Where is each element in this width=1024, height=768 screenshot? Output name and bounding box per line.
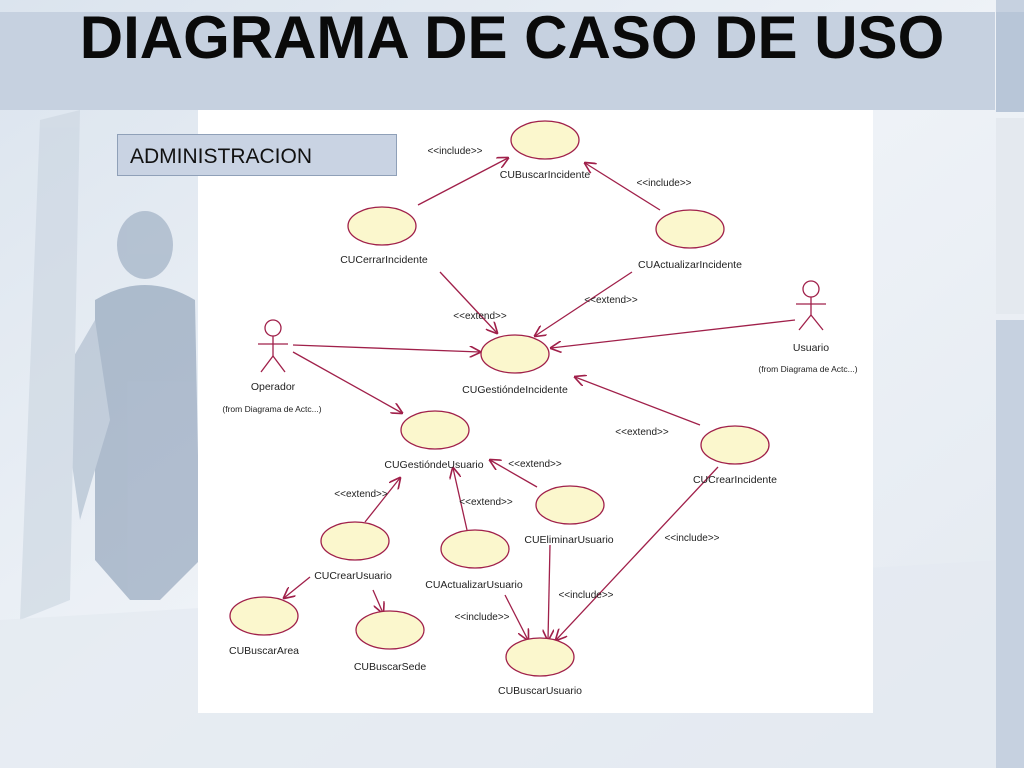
rel-crearinc-gestion [575,377,701,426]
title-container: DIAGRAMA DE CASO DE USO [0,0,1024,120]
usecase-gestion-usuario [400,410,470,450]
package-box: ADMINISTRACION [117,134,397,176]
rel-actualizarusu-gestionusuario [453,468,468,531]
stereo-extend-actualizar: <<extend>> [584,295,638,306]
label-buscar-usuario: CUBuscarUsuario [498,685,582,697]
usecase-eliminar-usuario [535,485,605,525]
stereo-include-actualizarusu: <<include>> [454,612,509,623]
rel-crearinc-buscarusuario [556,466,719,640]
rel-cerrar-buscar [417,158,508,206]
usecase-buscar-sede [355,610,425,650]
rel-usuario-gestionincidente [551,319,796,348]
label-gestion-usuario: CUGestióndeUsuario [384,459,483,471]
usecase-actualizar-incidente [655,209,725,249]
usecase-buscar-incidente [510,120,580,160]
label-buscar-incidente: CUBuscarIncidente [500,169,591,181]
label-crear-usuario: CUCrearUsuario [314,570,392,582]
stereo-extend-crearusu: <<extend>> [334,489,388,500]
right-strip-upper [996,12,1024,112]
right-strip-lower [996,320,1024,768]
usecase-actualizar-usuario [440,529,510,569]
rel-operador-gestionusuario [292,351,402,413]
label-crear-incidente: CUCrearIncidente [693,474,777,486]
stereo-extend-crearinc: <<extend>> [615,427,669,438]
usecase-buscar-usuario [505,637,575,677]
rel-actualizar-gestion [535,271,633,336]
stereo-extend-eliminar: <<extend>> [508,459,562,470]
right-strip-middle [996,118,1024,314]
label-eliminar-usuario: CUEliminarUsuario [524,534,613,546]
rel-eliminar-buscarusuario [548,544,550,640]
stereo-include-actualizar: <<include>> [636,178,691,189]
rel-operador-gestionincidente [292,344,480,352]
usecase-gestion-incidente [480,334,550,374]
actor-operador-figure [258,319,288,373]
label-buscar-sede: CUBuscarSede [354,661,427,673]
usecase-crear-usuario [320,521,390,561]
rel-actualizarusu-buscarusuario [504,594,528,640]
label-actor-usuario: Usuario [793,342,829,354]
right-strip-top [996,0,1024,12]
usecase-buscar-area [229,596,299,636]
stereo-include-eliminar: <<include>> [558,590,613,601]
rel-crearusu-buscararea [284,576,311,598]
package-label: ADMINISTRACION [130,145,313,168]
rel-crearusu-gestionusuario [364,478,400,523]
usecase-cerrar-incidente [347,206,417,246]
usecase-crear-incidente [700,425,770,465]
rel-crearusu-buscarsede [372,589,383,613]
label-actualizar-incidente: CUActualizarIncidente [638,259,742,271]
label-gestion-incidente: CUGestióndeIncidente [462,384,568,396]
label-buscar-area: CUBuscarArea [229,645,299,657]
actor-usuario-figure [796,280,826,331]
title-band [0,12,995,110]
note-actor-operador: (from Diagrama de Actc...) [222,404,321,414]
label-actualizar-usuario: CUActualizarUsuario [425,579,523,591]
slide-title: DIAGRAMA DE CASO DE USO [79,4,945,71]
stereo-include-cerrar: <<include>> [427,146,482,157]
label-cerrar-incidente: CUCerrarIncidente [340,254,428,266]
stereo-include-crearinc: <<include>> [664,533,719,544]
rel-cerrar-gestion [439,271,497,333]
panel-top-edge [198,110,873,122]
rel-eliminar-gestionusuario [490,460,538,488]
note-actor-usuario: (from Diagrama de Actc...) [758,364,857,374]
stereo-extend-cerrar: <<extend>> [453,311,507,322]
stereo-extend-actualizarusu: <<extend>> [459,497,513,508]
rel-actualizar-buscar [585,163,661,211]
diagram-panel [198,110,873,713]
label-actor-operador: Operador [251,381,296,393]
